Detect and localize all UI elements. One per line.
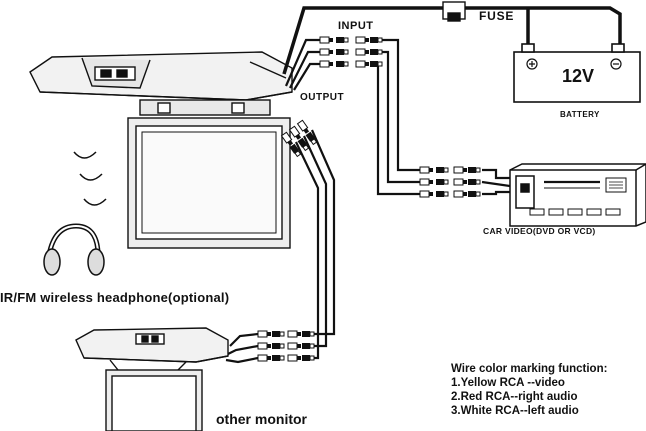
car-video-label: CAR VIDEO(DVD OR VCD) [483, 226, 596, 236]
output-label: OUTPUT [300, 92, 345, 103]
legend-item-right-audio: 2.Red RCA--right audio [451, 391, 578, 403]
power-wires [282, 6, 622, 75]
other-monitor-label: other monitor [216, 411, 307, 427]
battery-label: BATTERY [560, 110, 600, 119]
output-cables [225, 129, 336, 364]
headphone-label: IR/FM wireless headphone(optional) [0, 290, 230, 305]
legend-item-left-audio: 3.White RCA--left audio [451, 405, 579, 417]
wire-color-legend: Wire color marking function: 1.Yellow RC… [451, 362, 607, 418]
legend-item-video: 1.Yellow RCA --video [451, 377, 565, 389]
input-connectors [319, 36, 481, 198]
input-label: INPUT [338, 20, 374, 32]
legend-title: Wire color marking function: [451, 363, 608, 375]
fuse-label: FUSE [479, 9, 515, 23]
fuse [442, 1, 466, 22]
other-monitor [75, 327, 229, 431]
car-video-unit [509, 163, 646, 227]
main-roof-monitor [29, 51, 293, 249]
headphone-icon [43, 223, 105, 276]
battery-voltage-label: 12V [562, 66, 595, 86]
battery [513, 43, 641, 103]
signal-wave-icon [73, 151, 107, 206]
